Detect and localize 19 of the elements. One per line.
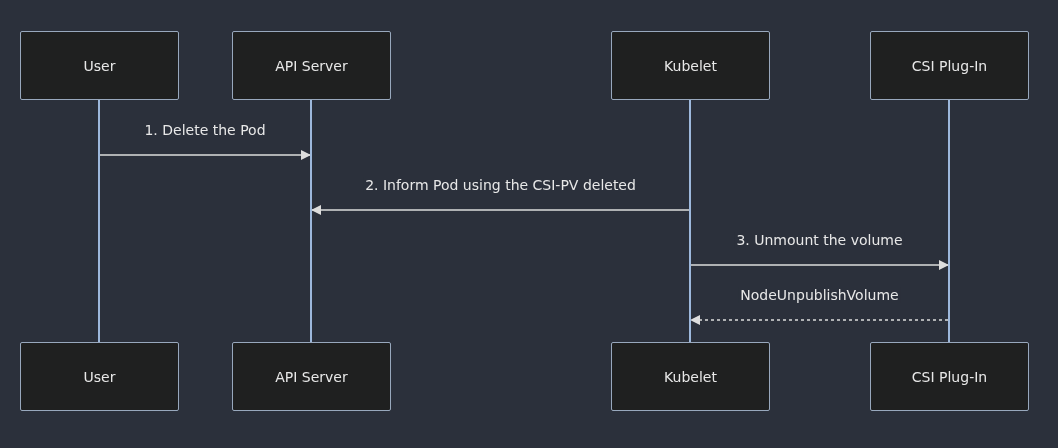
- edge-label: NodeUnpublishVolume: [738, 287, 901, 303]
- lifeline: [948, 100, 950, 342]
- edge-label: 2. Inform Pod using the CSI-PV deleted: [363, 177, 638, 193]
- participant-box: API Server: [232, 31, 391, 100]
- participant-box: API Server: [232, 342, 391, 411]
- message-arrow: [311, 205, 690, 215]
- message-arrow: [99, 150, 311, 160]
- message-arrow: [690, 315, 949, 325]
- message-arrow: [690, 260, 949, 270]
- participant-box: CSI Plug-In: [870, 31, 1029, 100]
- lifeline: [98, 100, 100, 342]
- participant-box: User: [20, 31, 179, 100]
- edge-label: 3. Unmount the volume: [734, 232, 905, 248]
- participant-box: User: [20, 342, 179, 411]
- participant-box: Kubelet: [611, 31, 770, 100]
- participant-box: CSI Plug-In: [870, 342, 1029, 411]
- participant-box: Kubelet: [611, 342, 770, 411]
- lifeline: [310, 100, 312, 342]
- lifeline: [689, 100, 691, 342]
